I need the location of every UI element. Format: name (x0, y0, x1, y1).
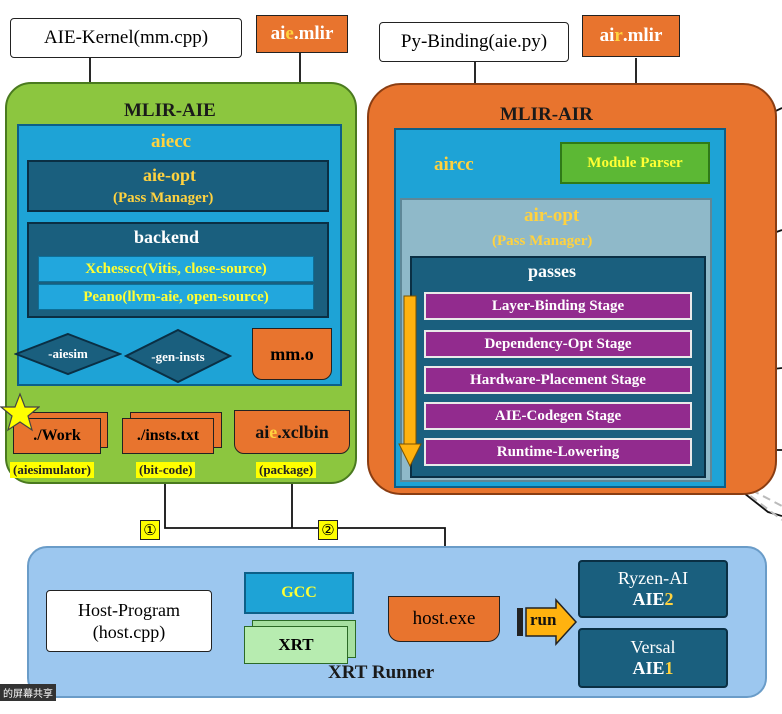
star-icon (0, 392, 40, 432)
host-exe-file: host.exe (388, 596, 500, 642)
work-label: ./Work (33, 427, 81, 444)
xrt-runner-title: XRT Runner (328, 662, 435, 683)
xrt-file: XRT (244, 626, 348, 664)
xclbin-part2: e (269, 421, 278, 442)
insts-label: ./insts.txt (136, 427, 200, 444)
peano-bar: Peano(llvm-aie, open-source) (38, 284, 314, 310)
tag-bit-code: (bit-code) (136, 462, 196, 478)
xclbin-part3: .xclbin (277, 421, 329, 442)
air-mlir-part1: ai (599, 25, 615, 46)
mm-o-file: mm.o (252, 328, 332, 380)
stage-hardware-placement: Hardware-Placement Stage (424, 366, 692, 394)
aiesim-label: -aiesim (48, 346, 88, 361)
gen-insts-diamond (124, 328, 232, 384)
mlir-air-title: MLIR-AIR (500, 104, 593, 125)
mm-o-label: mm.o (270, 343, 314, 364)
aie-opt-label: aie-opt (143, 165, 196, 185)
air-opt-label: air-opt (524, 205, 580, 226)
aiesim-diamond (14, 332, 122, 376)
aie-opt-box (27, 160, 329, 212)
versal-box: Versal AIE1 (578, 628, 728, 688)
aie2-part2: 2 (664, 589, 674, 609)
versal-label: Versal (630, 637, 676, 657)
badge-2: ② (318, 520, 338, 540)
ryzen-ai-label: Ryzen-AI (617, 568, 689, 588)
air-mlir-part3: .mlir (622, 25, 663, 46)
backend-label: backend (134, 227, 200, 247)
host-program-label: Host-Program (78, 600, 180, 620)
aie-mlir-part3: .mlir (293, 23, 334, 44)
xchesscc-bar: Xchesscc(Vitis, close-source) (38, 256, 314, 282)
gen-insts-label: -gen-insts (151, 348, 205, 364)
aie-mlir-part2: e (285, 23, 294, 44)
host-program-scroll: Host-Program (host.cpp) (46, 590, 212, 652)
tag-aiesimulator: (aiesimulator) (10, 462, 94, 478)
tag-package: (package) (256, 462, 317, 478)
run-arrow-icon (517, 598, 578, 646)
aie1-label: AIE1 (632, 658, 673, 679)
aie-opt-pass-manager: (Pass Manager) (113, 190, 214, 206)
work-file: ./Work (13, 418, 101, 454)
host-cpp-label: (host.cpp) (92, 622, 166, 642)
aiecc-label: aiecc (151, 131, 192, 152)
insts-file: ./insts.txt (122, 418, 214, 454)
module-parser-box: Module Parser (560, 142, 710, 184)
stage-dependency-opt: Dependency-Opt Stage (424, 330, 692, 358)
air-opt-pass-manager: (Pass Manager) (492, 233, 593, 249)
aie-kernel-scroll: AIE-Kernel(mm.cpp) (10, 18, 242, 58)
mlir-aie-title: MLIR-AIE (124, 100, 216, 121)
aie-kernel-label: AIE-Kernel(mm.cpp) (43, 27, 209, 48)
run-label: run (530, 610, 557, 629)
passes-label: passes (528, 261, 577, 281)
host-exe-label: host.exe (412, 608, 476, 629)
pipeline-arrow-icon (398, 295, 422, 468)
aie-mlir-part1: ai (270, 23, 286, 44)
py-binding-scroll: Py-Binding(aie.py) (379, 22, 569, 62)
aircc-label: aircc (434, 154, 474, 175)
stage-runtime-lowering: Runtime-Lowering (424, 438, 692, 466)
gcc-box: GCC (244, 572, 354, 614)
xrt-label: XRT (278, 635, 314, 654)
aie2-label: AIE2 (632, 589, 673, 610)
aie1-part1: AIE (632, 658, 665, 678)
aie1-part2: 1 (664, 658, 674, 678)
stage-aie-codegen: AIE-Codegen Stage (424, 402, 692, 430)
air-mlir-part2: r (614, 25, 623, 46)
xclbin-part1: ai (255, 421, 270, 442)
ryzen-ai-box: Ryzen-AI AIE2 (578, 560, 728, 618)
py-binding-label: Py-Binding(aie.py) (400, 31, 548, 52)
aie2-part1: AIE (632, 589, 665, 609)
screen-share-watermark: 的屏幕共享 (0, 684, 56, 701)
badge-1: ① (140, 520, 160, 540)
stage-layer-binding: Layer-Binding Stage (424, 292, 692, 320)
